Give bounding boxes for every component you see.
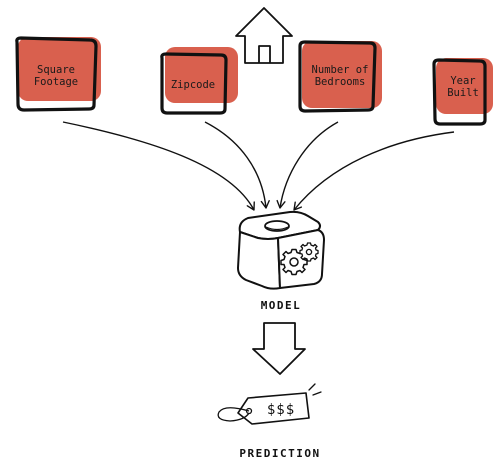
feature-number-of-bedrooms: Number of Bedrooms [298, 40, 382, 113]
feature-label-line: Square [37, 64, 75, 76]
gear-cube-icon [237, 210, 325, 290]
model-label: MODEL [261, 299, 302, 312]
down-arrow-icon [252, 322, 306, 375]
prediction-label: PREDICTION [239, 447, 320, 460]
feature-label-line: Zipcode [171, 79, 215, 91]
feature-year-built: Year Built [432, 58, 493, 126]
feature-zipcode: Zipcode [160, 47, 238, 115]
feature-square-footage: Square Footage [15, 36, 101, 112]
house-icon [235, 7, 293, 64]
connector-arrow [293, 131, 455, 211]
price-tag-icon [217, 383, 322, 425]
feature-label-line: Year [450, 75, 475, 87]
feature-label-line: Number of [312, 64, 369, 76]
feature-label-line: Built [447, 87, 479, 99]
connector-arrow [62, 121, 255, 211]
connector-arrow [204, 121, 270, 209]
feature-label-line: Bedrooms [315, 76, 366, 88]
connector-arrow [276, 121, 339, 209]
feature-label-line: Footage [34, 76, 78, 88]
price-tag-text: $$$ [267, 402, 295, 418]
